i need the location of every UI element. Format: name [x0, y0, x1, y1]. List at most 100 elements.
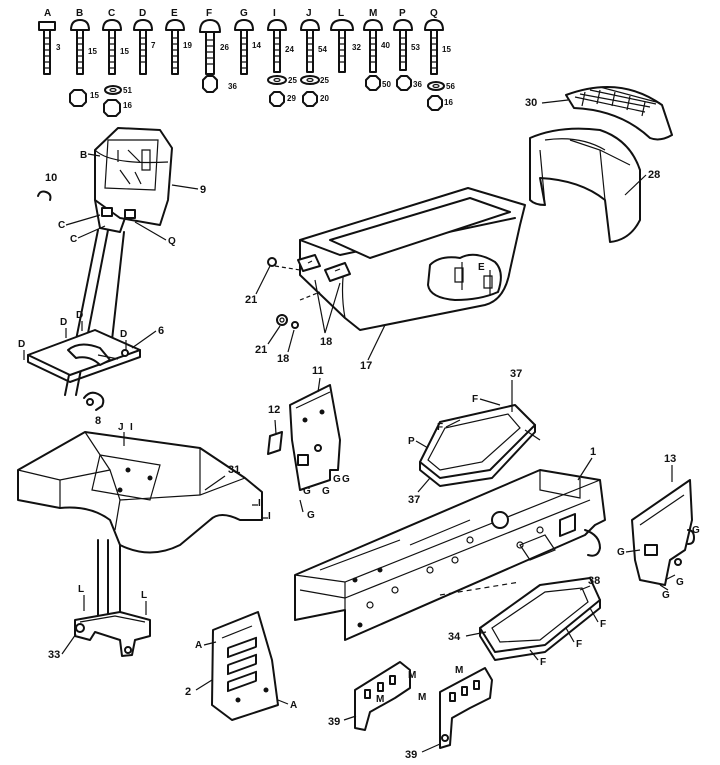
part-30-fender: J I I I 31 — [17, 422, 271, 621]
part-34-step: 38 34 F F F — [439, 575, 606, 668]
hardware-row: A 3 B 15 C 15 D 7 E — [38, 8, 455, 117]
seat-letter-tag: F — [472, 394, 478, 405]
dash-letter-tag: Q — [168, 236, 176, 247]
bolt-g: G 14 — [234, 8, 261, 75]
callout-label: 39 — [405, 749, 417, 761]
part-39-bracket: M M 39 — [405, 665, 493, 761]
step-letter-tag: F — [600, 619, 606, 630]
brackets-letter-tag: M — [455, 665, 463, 676]
fastener-qty: 25 — [320, 76, 329, 85]
fastener-qty: 29 — [287, 94, 296, 103]
part-38-bracket: M M 39 — [328, 661, 416, 731]
hardware-qty: 32 — [352, 43, 361, 52]
pan-letter-tag: I — [268, 511, 271, 522]
part-28-hood-shell: 28 — [529, 127, 660, 243]
bolt-b: B 15 — [70, 8, 97, 75]
callout-label: 1 — [590, 446, 596, 458]
dash-letter-tag: B — [80, 150, 87, 161]
pan-letter-tag: I — [130, 422, 133, 433]
fastener-qty: 36 — [228, 82, 237, 91]
hardware-letter: B — [76, 8, 83, 19]
hardware-letter: A — [44, 8, 51, 19]
part-17-hood: E 17 — [297, 187, 526, 372]
fastener-qty: 51 — [123, 86, 132, 95]
hardware-letter: P — [399, 8, 406, 19]
bolt-q: Q 15 — [424, 8, 451, 75]
nut-washer-row: 15 51 16 25 25 29 20 50 36 56 16 — [69, 75, 455, 117]
part-29-grille: 30 — [525, 86, 673, 141]
frame13-letter-tag: G — [676, 577, 684, 588]
bolt-d: D 7 — [133, 8, 156, 75]
callout-label: 33 — [48, 649, 60, 661]
plate2-letter-tag: A — [195, 640, 202, 651]
hardware-letter: L — [338, 8, 344, 19]
dash-letter-tag: D — [18, 339, 25, 350]
callout-label: 18 — [320, 336, 332, 348]
pan-letter-tag: L — [141, 590, 147, 601]
part-2-front-plate: A A 2 — [185, 611, 297, 721]
callout-label: 8 — [95, 415, 101, 427]
hardware-letter: J — [306, 8, 312, 19]
hardware-letter: C — [108, 8, 115, 19]
brackets-letter-tag: M — [418, 692, 426, 703]
frame13-letter-tag: G — [662, 590, 670, 601]
bolt-l: L 32 — [330, 8, 361, 73]
callout-label: 18 — [277, 353, 289, 365]
pan-letter-tag: J — [118, 422, 124, 433]
callout-label: 12 — [268, 404, 280, 416]
step-letter-tag: F — [540, 657, 546, 668]
bolt-f: F 26 — [199, 8, 229, 93]
fastener-qty: 56 — [446, 82, 455, 91]
fastener-qty: 25 — [288, 76, 297, 85]
hardware-letter: M — [369, 8, 377, 19]
callout-label: 34 — [448, 631, 461, 643]
bracket11-letter-tag: G — [322, 486, 330, 497]
callout-label: 9 — [200, 184, 206, 196]
callout-label: 6 — [158, 325, 164, 337]
hardware-letter: E — [171, 8, 178, 19]
pan-letter-tag: L — [78, 584, 84, 595]
hardware-qty: 3 — [56, 43, 61, 52]
bracket11-letter-tag: G — [303, 486, 311, 497]
seat-letter-tag: F — [437, 422, 443, 433]
bolt-p: P 53 — [393, 8, 420, 71]
dash-letter-tag: C — [58, 220, 65, 231]
callout-label: 39 — [328, 716, 340, 728]
callout-label: 31 — [228, 464, 240, 476]
frame13-letter-tag: G — [617, 547, 625, 558]
hardware-qty: 24 — [285, 45, 294, 54]
hardware-qty: 40 — [381, 41, 390, 50]
hardware-qty: 15 — [442, 45, 451, 54]
hardware-qty: 15 — [88, 47, 97, 56]
bolt-i: I 24 — [267, 8, 294, 73]
bracket11-letter-tag: G — [307, 510, 315, 521]
hardware-letter: G — [240, 8, 248, 19]
fastener-qty: 36 — [413, 80, 422, 89]
callout-label: 11 — [312, 365, 324, 377]
hardware-qty: 15 — [120, 47, 129, 56]
part-6-panel: D D D D 6 8 — [18, 310, 164, 427]
hardware-letter: D — [139, 8, 146, 19]
fastener-qty: 16 — [123, 101, 132, 110]
hardware-qty: 19 — [183, 41, 192, 50]
seat-letter-tag: P — [408, 436, 415, 447]
hardware-qty: 26 — [220, 43, 229, 52]
callout-label: 30 — [525, 97, 537, 109]
bracket11-letter-tag: G — [342, 474, 350, 485]
brackets-letter-tag: M — [408, 670, 416, 681]
bolt-e: E 19 — [165, 8, 192, 75]
dash-letter-tag: D — [60, 317, 67, 328]
hardware-letter: I — [273, 8, 276, 19]
hood-letter-tag: E — [478, 262, 485, 273]
part-31-base: L L 33 — [48, 584, 151, 661]
fastener-qty: 16 — [444, 98, 453, 107]
callout-label: 13 — [664, 453, 676, 465]
hardware-qty: 7 — [151, 41, 156, 50]
hardware-letter: Q — [430, 8, 438, 19]
hardware-qty: 54 — [318, 45, 327, 54]
bolt-c: C 15 — [102, 8, 129, 75]
callout-label: 2 — [185, 686, 191, 698]
callout-label: 17 — [360, 360, 372, 372]
fastener-qty: 50 — [382, 80, 391, 89]
part-33-seat-pan: 37 F F P 37 — [408, 368, 541, 506]
